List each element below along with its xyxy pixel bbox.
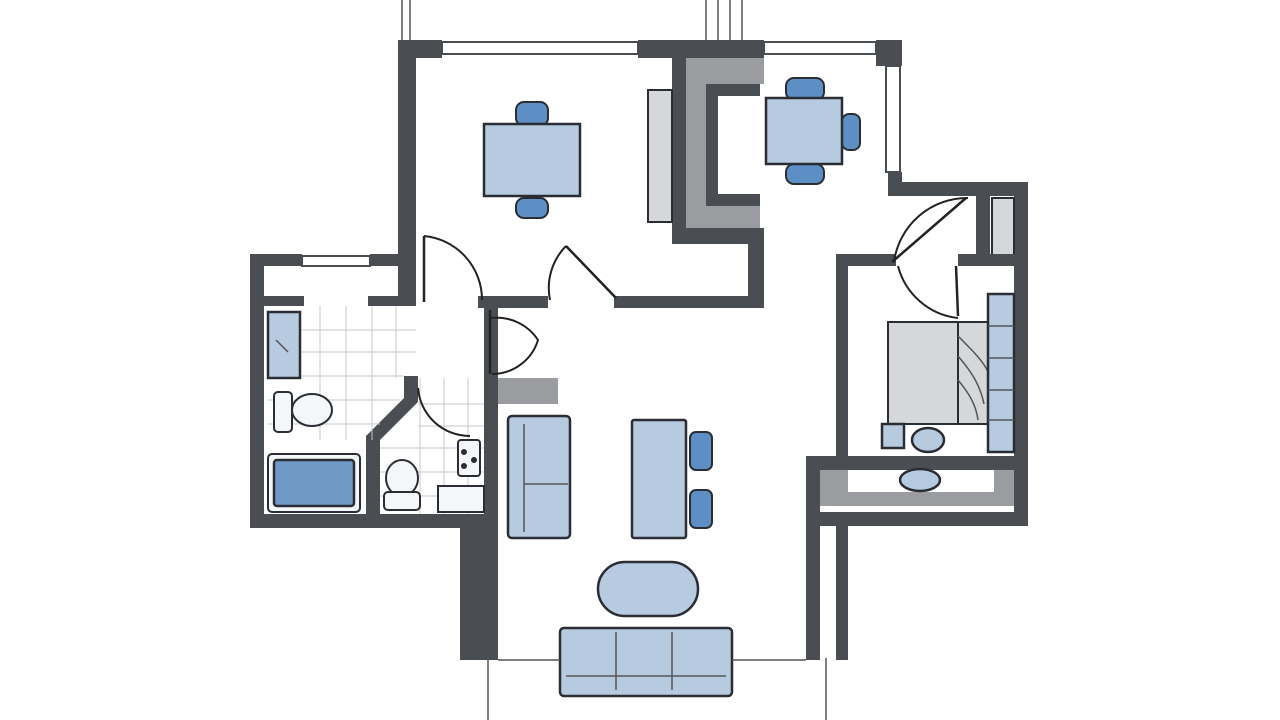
ottoman <box>596 560 700 618</box>
window <box>301 255 371 267</box>
top-entry-lines <box>401 0 743 42</box>
chair <box>785 77 825 101</box>
chair <box>841 113 861 151</box>
dining-set <box>482 101 582 219</box>
nightstand <box>880 422 906 450</box>
armchair <box>506 414 572 540</box>
door-dining-right <box>547 245 617 301</box>
half-bath-toilet <box>383 459 421 511</box>
sofa <box>558 626 734 698</box>
chair <box>689 431 713 471</box>
toilet <box>273 391 333 433</box>
chair <box>515 197 549 219</box>
dining-table <box>482 122 582 198</box>
bed <box>887 321 989 425</box>
bathtub <box>267 453 361 513</box>
door-hallway <box>488 310 540 376</box>
stool <box>898 467 942 493</box>
dresser <box>986 292 1016 454</box>
living-room-set <box>506 414 734 698</box>
door-dining-left <box>422 235 484 302</box>
chair <box>515 101 549 127</box>
door-half-bath <box>417 387 471 438</box>
chair <box>689 489 713 529</box>
bedroom-set <box>880 292 1016 493</box>
desk <box>630 418 688 540</box>
kitchen-set <box>764 77 861 185</box>
doors <box>417 196 969 438</box>
door-bedroom <box>891 196 969 319</box>
window <box>441 41 639 55</box>
half-bath-sink <box>437 439 485 513</box>
window <box>763 41 877 55</box>
sink <box>266 310 302 380</box>
chair <box>785 163 825 185</box>
window <box>885 65 901 173</box>
small-table <box>764 96 844 166</box>
stool <box>910 426 946 454</box>
walls <box>250 40 1028 660</box>
bathroom-fixtures <box>266 310 485 513</box>
bottom-exterior-lines <box>487 658 827 720</box>
